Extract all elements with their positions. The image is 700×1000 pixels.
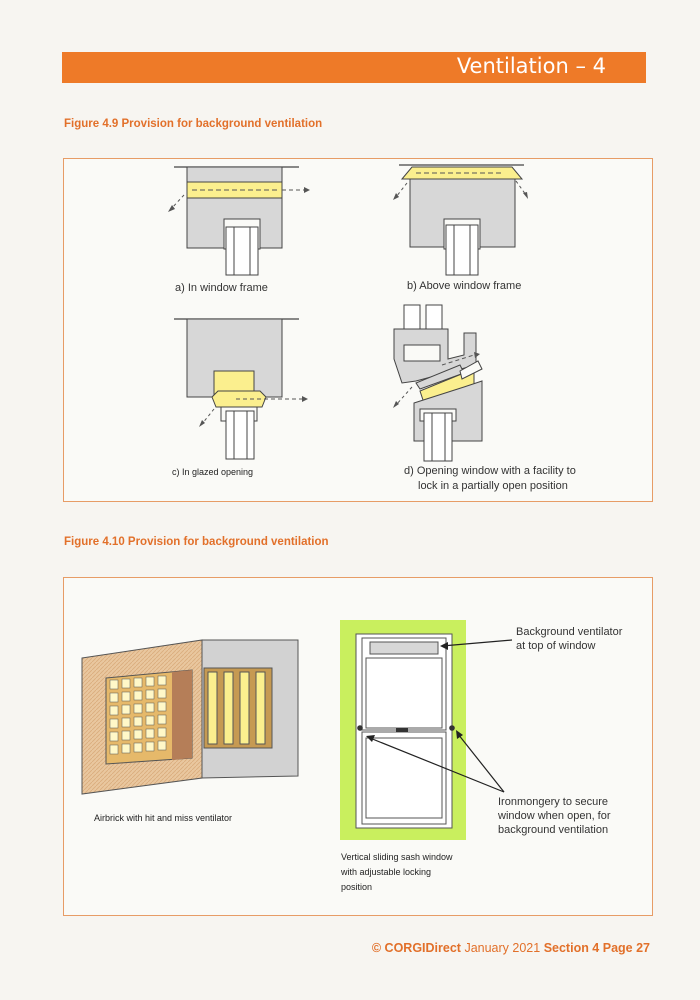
airbrick-hole bbox=[157, 688, 167, 699]
figure-4-10-box: Airbrick with hit and miss ventilator Ve… bbox=[63, 577, 653, 916]
airbrick-hole bbox=[109, 692, 119, 703]
airbrick-label: Airbrick with hit and miss ventilator bbox=[94, 813, 233, 823]
airbrick-hole bbox=[133, 703, 143, 714]
airbrick-hole bbox=[133, 690, 143, 701]
airbrick-hole bbox=[109, 718, 119, 729]
footer-copyright: © CORGIDirect bbox=[371, 941, 461, 955]
vent-callout-line1: Background ventilator bbox=[516, 626, 623, 638]
figure-4-9-box: a) In window frame b) Above window frame… bbox=[63, 158, 653, 502]
airbrick-hole bbox=[145, 689, 155, 700]
airbrick-hole bbox=[109, 731, 119, 742]
airbrick-hole bbox=[145, 741, 155, 752]
airbrick-hole bbox=[121, 678, 131, 689]
airbrick-hole bbox=[157, 727, 167, 738]
airbrick-hole bbox=[157, 714, 167, 725]
airbrick-hole bbox=[145, 715, 155, 726]
hit-and-miss-slats bbox=[207, 671, 266, 745]
airbrick-hole bbox=[133, 742, 143, 753]
airbrick-hole bbox=[121, 743, 131, 754]
airbrick-hole bbox=[133, 729, 143, 740]
airbrick-hole bbox=[109, 744, 119, 755]
figure-4-9-drawings bbox=[168, 164, 528, 462]
airbrick-hole bbox=[133, 677, 143, 688]
airbrick-hole bbox=[121, 730, 131, 741]
airbrick-hole bbox=[133, 716, 143, 727]
ventilator-slat bbox=[223, 671, 234, 745]
airbrick-hole bbox=[121, 691, 131, 702]
panel-a-label: a) In window frame bbox=[175, 282, 268, 294]
iron-callout-line1: Ironmongery to secure bbox=[498, 796, 609, 808]
airbrick-hole bbox=[121, 704, 131, 715]
footer-date: January 2021 bbox=[464, 941, 541, 955]
airbrick-hole bbox=[109, 679, 119, 690]
sash-label-line3: position bbox=[341, 882, 373, 892]
panel-c-label: c) In glazed opening bbox=[172, 467, 254, 477]
header-banner: Ventilation – 4 bbox=[62, 52, 646, 83]
vent-callout-line2: at top of window bbox=[516, 640, 596, 652]
panel-c-drawing bbox=[174, 318, 308, 460]
airbrick-hole bbox=[109, 705, 119, 716]
iron-callout-line3: background ventilation bbox=[498, 824, 609, 836]
ventilator-slat bbox=[255, 671, 266, 745]
ventilator-slat bbox=[239, 671, 250, 745]
airbrick-hole bbox=[145, 728, 155, 739]
airbrick-hole bbox=[145, 676, 155, 687]
ventilator-slat bbox=[207, 671, 218, 745]
airbrick-hole bbox=[157, 701, 167, 712]
figure-4-9-caption: Figure 4.9 Provision for background vent… bbox=[64, 118, 323, 130]
panel-b-label: b) Above window frame bbox=[407, 280, 522, 292]
panel-d-label-line1: d) Opening window with a facility to bbox=[404, 465, 576, 477]
footer-section: Section 4 Page 27 bbox=[543, 941, 650, 955]
airbrick-hole bbox=[121, 717, 131, 728]
airbrick-hole bbox=[157, 740, 167, 751]
panel-a-drawing bbox=[168, 166, 310, 276]
figure-4-10-drawings bbox=[81, 620, 513, 840]
page-title: Ventilation – 4 bbox=[456, 54, 606, 78]
airbrick-hole bbox=[145, 702, 155, 713]
sash-window-drawing bbox=[340, 620, 513, 840]
panel-b-drawing bbox=[393, 164, 528, 276]
figure-4-10-caption: Figure 4.10 Provision for background ven… bbox=[64, 536, 329, 548]
panel-d-label-line2: lock in a partially open position bbox=[418, 480, 568, 492]
panel-d-drawing bbox=[393, 304, 483, 462]
sash-label-line1: Vertical sliding sash window bbox=[341, 852, 453, 862]
airbrick-hole bbox=[157, 675, 167, 686]
iron-callout-line2: window when open, for bbox=[498, 810, 611, 822]
airbrick-drawing bbox=[81, 639, 299, 795]
page-footer: © CORGIDirect January 2021 Section 4 Pag… bbox=[372, 941, 650, 955]
sash-label-line2: with adjustable locking bbox=[341, 867, 432, 877]
